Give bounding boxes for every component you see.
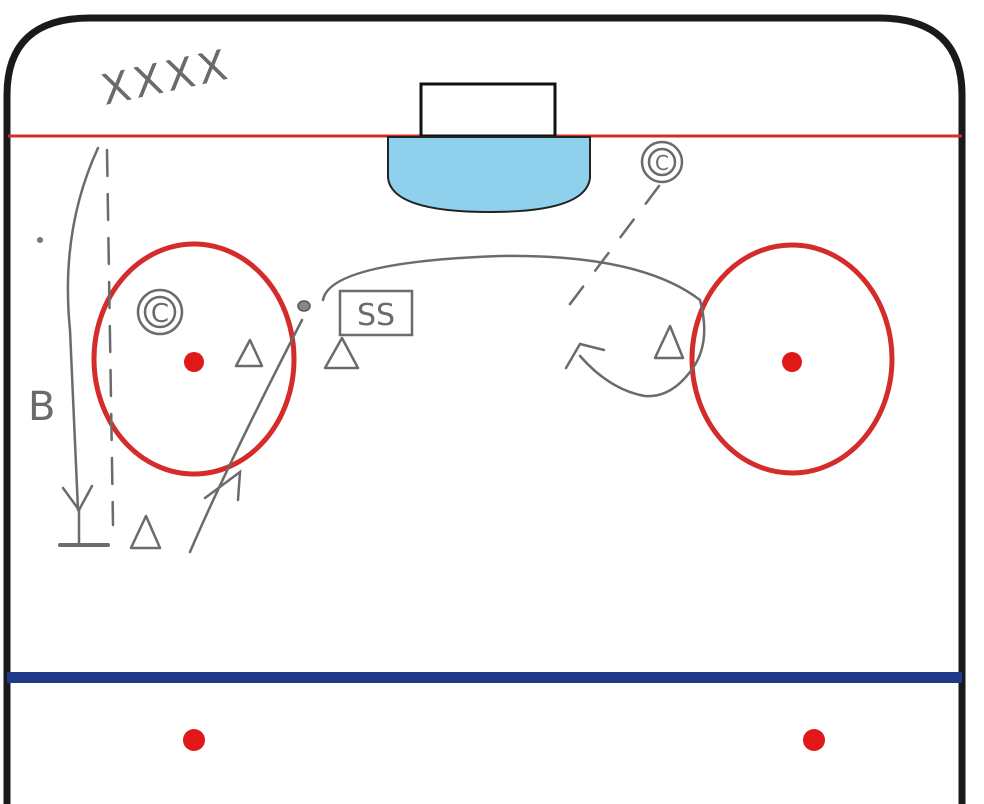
- coach-right-marker: [640, 140, 684, 184]
- cone-icon: [653, 324, 685, 360]
- dashed-pass-left: [105, 148, 115, 527]
- coach-left-marker-inner: [143, 295, 177, 329]
- players-start-label: XXXX: [97, 40, 235, 115]
- coach-right-marker-inner: [647, 147, 677, 177]
- dashed-pass-right: [556, 184, 661, 322]
- shooter-box-label: SS: [357, 298, 395, 333]
- neutral-dot-right: [803, 729, 825, 751]
- right-faceoff-dot: [782, 352, 802, 372]
- goal-crease: [387, 136, 591, 214]
- goal-net: [419, 82, 557, 138]
- long-pass-path: [321, 254, 706, 398]
- puck: [297, 300, 311, 312]
- backward-skate-label: B: [28, 384, 55, 430]
- coach-right-label: C: [655, 151, 669, 175]
- blue-line: [7, 672, 962, 683]
- cone-icon: [323, 336, 360, 370]
- cone-icon: [234, 338, 264, 368]
- forward-skate-arrowhead: [203, 469, 242, 502]
- cone-icon: [129, 514, 162, 550]
- pencil-dot: [37, 237, 43, 243]
- forward-skate-path: [188, 318, 304, 554]
- rink-boards: [3, 14, 966, 804]
- coach-left-marker: [136, 288, 184, 336]
- long-pass-arrowhead: [564, 342, 606, 370]
- right-faceoff-circle: [689, 242, 895, 476]
- neutral-dot-left: [183, 729, 205, 751]
- backward-skate-path: [66, 146, 100, 512]
- left-faceoff-dot: [184, 352, 204, 372]
- shooter-box: [338, 289, 414, 337]
- left-faceoff-circle: [91, 241, 297, 477]
- coach-left-label: C: [151, 299, 169, 329]
